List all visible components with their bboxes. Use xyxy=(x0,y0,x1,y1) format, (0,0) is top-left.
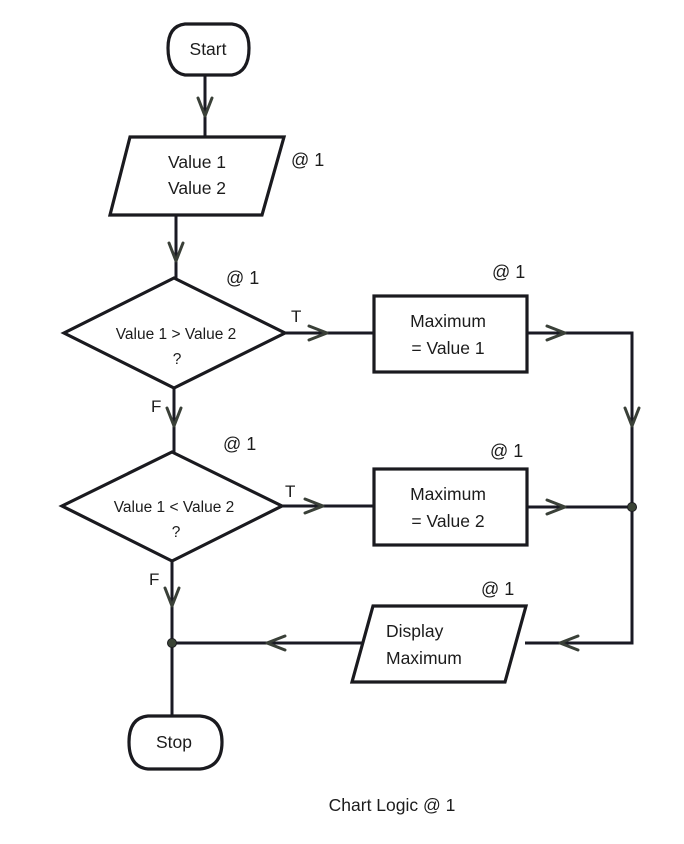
process2-line-1: Maximum xyxy=(410,484,486,504)
arrowhead-down-icon xyxy=(196,96,214,118)
decision1-node: Value 1 > Value 2 ? @ 1 T F xyxy=(60,268,301,416)
output-annotation: @ 1 xyxy=(481,579,514,599)
process1-line-1: Maximum xyxy=(410,311,486,331)
arrowhead-down-icon xyxy=(167,241,185,263)
decision1-annotation: @ 1 xyxy=(226,268,259,288)
arrowhead-left-icon xyxy=(558,634,580,652)
decision2-false-label: F xyxy=(149,570,159,589)
decision1-true-label: T xyxy=(291,307,301,326)
terminal-shape xyxy=(166,22,251,77)
arrowhead-down-icon xyxy=(163,586,181,608)
arrowhead-right-icon xyxy=(545,324,567,342)
process1-line-2: = Value 1 xyxy=(411,338,484,358)
input-line-1: Value 1 xyxy=(168,152,226,172)
stop-terminal: Stop xyxy=(127,714,224,771)
process1-node: Maximum = Value 1 @ 1 xyxy=(372,262,529,374)
decision2-true-label: T xyxy=(285,482,295,501)
output-line-2: Maximum xyxy=(386,648,462,668)
output-node: Display Maximum @ 1 xyxy=(349,579,529,684)
diamond-shape xyxy=(60,276,289,390)
decision2-line-1: Value 1 < Value 2 xyxy=(114,499,235,516)
decision1-line-2: ? xyxy=(173,351,182,368)
output-line-1: Display xyxy=(386,621,444,641)
edge-process1-to-merge xyxy=(525,331,634,645)
start-terminal: Start xyxy=(166,22,251,77)
process2-annotation: @ 1 xyxy=(490,441,523,461)
decision2-annotation: @ 1 xyxy=(223,434,256,454)
decision1-line-1: Value 1 > Value 2 xyxy=(116,326,237,343)
process1-annotation: @ 1 xyxy=(492,262,525,282)
decision2-node: Value 1 < Value 2 ? @ 1 T F xyxy=(58,434,295,589)
arrowhead-down-icon xyxy=(165,406,183,428)
input-line-2: Value 2 xyxy=(168,178,226,198)
arrowhead-right-icon xyxy=(307,324,329,342)
start-label: Start xyxy=(190,39,227,59)
arrowheads xyxy=(163,96,641,652)
parallelogram-shape xyxy=(107,135,287,217)
diamond-shape xyxy=(58,450,286,563)
process2-node: Maximum = Value 2 @ 1 xyxy=(372,441,529,547)
arrowhead-right-icon xyxy=(303,497,325,515)
arrowhead-right-icon xyxy=(545,498,567,516)
diagram-caption: Chart Logic @ 1 xyxy=(329,795,456,815)
junction-dot-left xyxy=(167,638,177,648)
decision2-line-2: ? xyxy=(172,524,181,541)
terminal-shape xyxy=(127,714,224,771)
input-annotation: @ 1 xyxy=(291,150,324,170)
rectangle-shape xyxy=(372,467,529,547)
arrowhead-down-icon xyxy=(623,406,641,428)
arrowhead-left-icon xyxy=(265,634,287,652)
junction-dot-right xyxy=(627,502,637,512)
input-node: Value 1 Value 2 @ 1 xyxy=(107,135,324,217)
parallelogram-shape xyxy=(349,604,529,684)
process2-line-2: = Value 2 xyxy=(411,511,484,531)
rectangle-shape xyxy=(372,294,529,374)
decision1-false-label: F xyxy=(151,397,161,416)
stop-label: Stop xyxy=(156,732,192,752)
